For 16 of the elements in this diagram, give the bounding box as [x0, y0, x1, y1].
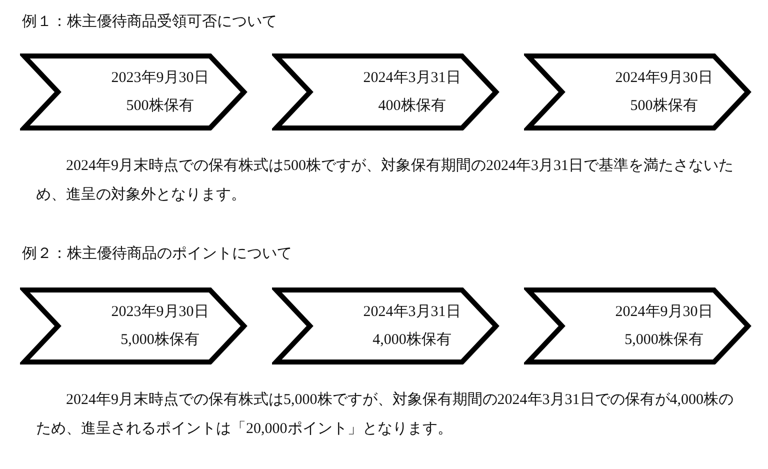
- note-paragraph: 2024年9月末時点での保有株式は5,000株ですが、対象保有期間の2024年3月31日での保有が4,000株のため、進呈されるポイントは「20,000ポイント」となります。: [36, 390, 734, 439]
- date-label: 2024年3月31日: [362, 69, 462, 87]
- holding-label: 500株保有: [125, 96, 195, 115]
- note-paragraph: 2024年9月末時点での保有株式は500株ですが、対象保有期間の2024年3月31日で基準を満たさないため、進呈の対象外となります。: [36, 156, 734, 205]
- section-heading: 例１：株主優待商品受領可否について: [22, 12, 277, 31]
- holding-label: 400株保有: [377, 96, 447, 115]
- holding-label: 500株保有: [629, 96, 699, 115]
- date-label: 2024年9月30日: [614, 303, 714, 321]
- date-label: 2023年9月30日: [110, 69, 210, 87]
- section-heading: 例２：株主優待商品のポイントについて: [22, 244, 292, 263]
- date-label: 2023年9月30日: [110, 303, 210, 321]
- holding-label: 5,000株保有: [624, 330, 704, 349]
- holding-label: 4,000株保有: [372, 330, 452, 349]
- date-label: 2024年3月31日: [362, 303, 462, 321]
- holding-label: 5,000株保有: [120, 330, 200, 349]
- date-label: 2024年9月30日: [614, 69, 714, 87]
